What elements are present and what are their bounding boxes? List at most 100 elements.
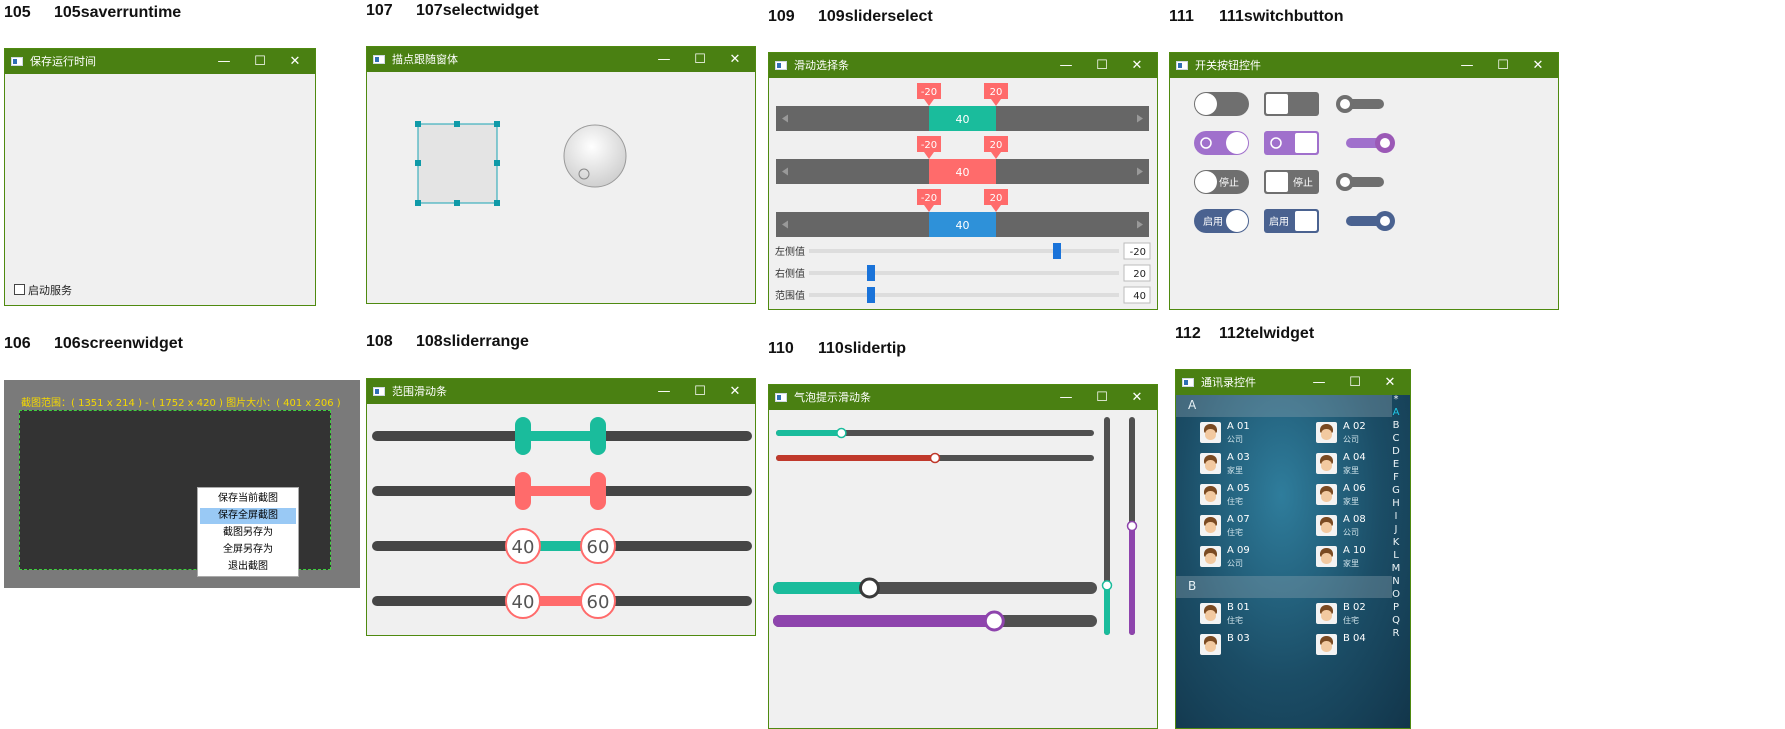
switch-square-on[interactable] — [1264, 131, 1319, 155]
index-letter[interactable]: I — [1394, 511, 1398, 522]
menu-item-full-save-as[interactable]: 全屏另存为 — [223, 544, 273, 555]
close-button[interactable]: ✕ — [729, 52, 741, 67]
tip-vertical-handle[interactable] — [1126, 520, 1138, 532]
switch-round-start[interactable]: 启用 — [1194, 209, 1249, 233]
dial-knob[interactable] — [563, 124, 627, 188]
index-letter[interactable]: E — [1392, 459, 1400, 470]
index-letter[interactable]: R — [1392, 628, 1400, 639]
control-spinbox[interactable] — [1123, 286, 1151, 304]
minimize-button[interactable]: — — [1460, 58, 1474, 73]
index-letter[interactable]: Q — [1392, 615, 1400, 626]
switch-round-on[interactable] — [1194, 131, 1249, 155]
index-letter[interactable]: J — [1394, 524, 1398, 535]
resize-handle[interactable] — [415, 121, 421, 127]
tip-handle[interactable] — [836, 427, 847, 439]
select-range[interactable] — [929, 159, 996, 184]
index-letter[interactable]: F — [1393, 472, 1399, 483]
index-letter[interactable]: B — [1392, 420, 1400, 431]
tip-handle[interactable] — [983, 610, 1005, 632]
selectable-widget[interactable] — [417, 123, 498, 204]
switch-square-off[interactable] — [1264, 92, 1319, 116]
switch-slim-on-2[interactable] — [1346, 211, 1395, 231]
minimize-button[interactable]: — — [1059, 58, 1073, 73]
resize-handle[interactable] — [494, 200, 500, 206]
resize-handle[interactable] — [454, 200, 460, 206]
maximize-button[interactable]: ☐ — [254, 54, 266, 69]
contact-item[interactable]: B 03 — [1200, 631, 1300, 659]
control-handle[interactable] — [867, 287, 875, 303]
resize-handle[interactable] — [494, 160, 500, 166]
index-letter[interactable]: P — [1392, 602, 1400, 613]
range-handle-high[interactable] — [590, 417, 606, 455]
index-letter[interactable]: M — [1391, 563, 1401, 574]
tip-handle[interactable] — [929, 452, 941, 464]
resize-handle[interactable] — [415, 200, 421, 206]
menu-item-save-full[interactable]: 保存全屏截图 — [200, 508, 296, 524]
index-letter[interactable]: O — [1392, 589, 1400, 600]
switch-slim-off-2[interactable] — [1336, 173, 1384, 191]
tip-handle[interactable] — [858, 577, 880, 599]
range-handle-low[interactable] — [515, 417, 531, 455]
maximize-button[interactable]: ☐ — [694, 52, 706, 67]
index-letter[interactable]: N — [1392, 576, 1400, 587]
menu-item-save-current[interactable]: 保存当前截图 — [218, 493, 278, 504]
contact-item[interactable]: B 04 — [1316, 631, 1410, 659]
close-button[interactable]: ✕ — [729, 384, 741, 399]
menu-item-save-as[interactable]: 截图另存为 — [223, 527, 273, 538]
menu-item-exit[interactable]: 退出截图 — [228, 561, 268, 572]
range-handle-high[interactable] — [580, 583, 616, 619]
close-button[interactable]: ✕ — [289, 54, 301, 69]
index-letter[interactable]: G — [1392, 485, 1400, 496]
index-letter[interactable]: D — [1392, 446, 1400, 457]
index-letter[interactable]: C — [1392, 433, 1400, 444]
range-handle-low[interactable] — [505, 583, 541, 619]
control-spinbox[interactable] — [1123, 242, 1151, 260]
minimize-button[interactable]: — — [217, 54, 231, 69]
close-button[interactable]: ✕ — [1131, 58, 1143, 73]
minimize-button[interactable]: — — [657, 52, 671, 67]
range-handle-low[interactable] — [505, 528, 541, 564]
control-handle[interactable] — [867, 265, 875, 281]
maximize-button[interactable]: ☐ — [694, 384, 706, 399]
control-handle[interactable] — [1053, 243, 1061, 259]
index-letter[interactable]: L — [1393, 550, 1399, 561]
close-button[interactable]: ✕ — [1384, 375, 1396, 390]
maximize-button[interactable]: ☐ — [1349, 375, 1361, 390]
index-letter[interactable]: H — [1392, 498, 1400, 509]
switch-round-stop[interactable]: 停止 — [1194, 170, 1249, 194]
minimize-button[interactable]: — — [657, 384, 671, 399]
switch-square-start[interactable]: 启用 — [1264, 209, 1319, 233]
select-range[interactable] — [929, 106, 996, 131]
range-handle-high[interactable] — [580, 528, 616, 564]
resize-handle[interactable] — [494, 121, 500, 127]
minimize-button[interactable]: — — [1312, 375, 1326, 390]
range-handle-high[interactable] — [590, 472, 606, 510]
control-spinbox[interactable] — [1123, 264, 1151, 282]
switch-slim-off[interactable] — [1336, 95, 1384, 113]
start-service-checkbox[interactable] — [14, 284, 25, 295]
maximize-button[interactable]: ☐ — [1096, 390, 1108, 405]
minimize-button[interactable]: — — [1059, 390, 1073, 405]
maximize-button[interactable]: ☐ — [1497, 58, 1509, 73]
switch-square-stop[interactable]: 停止 — [1264, 170, 1319, 194]
maximize-button[interactable]: ☐ — [1096, 58, 1108, 73]
index-letter[interactable]: A — [1392, 407, 1400, 418]
close-button[interactable]: ✕ — [1532, 58, 1544, 73]
close-button[interactable]: ✕ — [1131, 390, 1143, 405]
switch-round-off[interactable] — [1194, 92, 1249, 116]
switch-slim-on[interactable] — [1346, 133, 1395, 153]
resize-handle[interactable] — [454, 121, 460, 127]
select-range[interactable] — [929, 212, 996, 237]
resize-handle[interactable] — [415, 160, 421, 166]
